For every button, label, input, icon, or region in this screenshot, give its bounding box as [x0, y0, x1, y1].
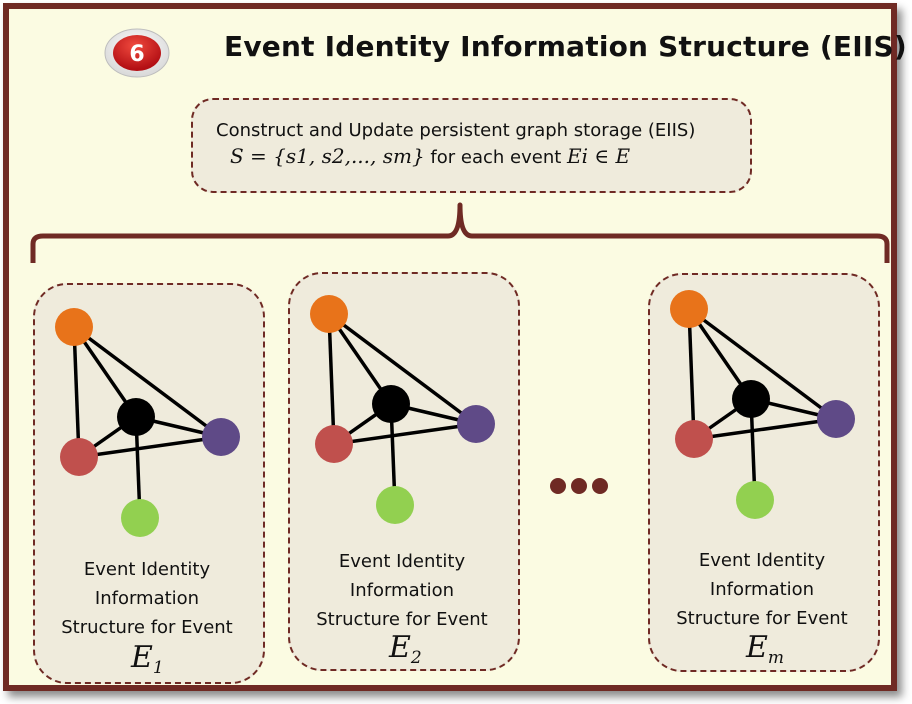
event-box-2	[288, 272, 520, 671]
grouping-brace	[30, 202, 890, 263]
label-line: Information	[709, 579, 815, 600]
graph-edge	[327, 313, 336, 445]
red-node	[60, 438, 98, 476]
purple-node	[817, 400, 855, 438]
event-graph	[55, 308, 240, 537]
center-node	[732, 380, 770, 418]
label-line: Event Identity	[698, 550, 826, 571]
red-node	[675, 420, 713, 458]
event-symbol-1: E1	[131, 640, 164, 678]
ellipsis-dot	[550, 478, 566, 494]
green-node	[121, 499, 159, 537]
orange-node	[310, 295, 348, 333]
graph-edge	[687, 307, 838, 421]
event-box-2-label: Event Identity Information Structure for…	[288, 547, 516, 634]
graph-edge	[327, 312, 478, 426]
event-graph	[670, 290, 855, 519]
graph-edge	[78, 435, 222, 459]
label-line: Structure for Event	[61, 617, 233, 638]
ellipsis-dots	[550, 478, 608, 494]
label-line: Information	[94, 588, 200, 609]
event-box-m	[648, 273, 880, 672]
center-node	[117, 398, 155, 436]
graph-edge	[687, 308, 696, 440]
graph-edge	[72, 326, 81, 458]
label-line: Event Identity	[83, 559, 211, 580]
graph-edge	[693, 417, 837, 441]
event-box-1-label: Event Identity Information Structure for…	[33, 555, 261, 642]
red-node	[315, 425, 353, 463]
label-line: Structure for Event	[316, 609, 488, 630]
ellipsis-dot	[571, 478, 587, 494]
event-box-m-label: Event Identity Information Structure for…	[648, 546, 876, 633]
page-title: Event Identity Information Structure (EI…	[224, 30, 907, 63]
step-badge: 6	[104, 28, 170, 78]
label-line: Event Identity	[338, 551, 466, 572]
graph-edge	[72, 325, 223, 439]
orange-node	[55, 308, 93, 346]
label-line: Information	[349, 580, 455, 601]
graph-edge	[333, 422, 477, 446]
storage-description-line: Construct and Update persistent graph st…	[216, 120, 696, 141]
event-box-1	[33, 283, 265, 684]
ellipsis-dot	[592, 478, 608, 494]
set-expression: S = {s1, s2,..., sm}	[230, 144, 425, 168]
center-node	[372, 385, 410, 423]
orange-node	[670, 290, 708, 328]
purple-node	[202, 418, 240, 456]
event-symbol-m: Em	[746, 630, 785, 668]
label-line: Structure for Event	[676, 608, 848, 629]
event-membership-expression: Ei ∈ E	[567, 144, 631, 168]
event-symbol-2: E2	[389, 630, 422, 668]
storage-description-box	[191, 98, 752, 193]
green-node	[376, 486, 414, 524]
for-each-text: for each event	[430, 147, 562, 168]
storage-formula-line: S = {s1, s2,..., sm} for each event Ei ∈…	[230, 144, 630, 168]
green-node	[736, 481, 774, 519]
step-number: 6	[129, 42, 144, 67]
purple-node	[457, 405, 495, 443]
event-graph	[310, 295, 495, 524]
